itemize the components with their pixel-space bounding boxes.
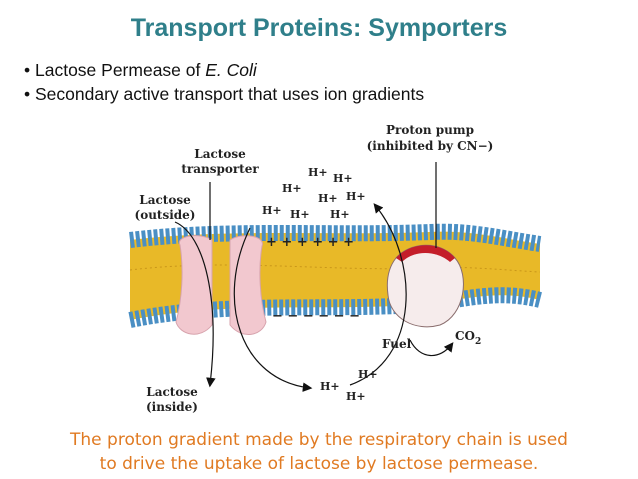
label-lactose-inside: (inside) (146, 400, 198, 414)
proton-return-arrow (233, 227, 313, 392)
co2-text: CO (455, 329, 475, 343)
fuel-to-co2-arrow (409, 339, 454, 357)
membrane-negative-charges: − − − − − − (272, 309, 360, 324)
label-proton-pump: (inhibited by CN−) (367, 139, 494, 153)
label-co2: CO2 (455, 329, 481, 347)
label-lactose-outside: Lactose (139, 193, 191, 207)
proton-label: H+ (320, 380, 340, 393)
proton-label: H+ (346, 390, 366, 403)
protons-inside: H+ H+ H+ (320, 368, 378, 403)
proton-label: H+ (318, 192, 338, 205)
label-lactose-outside: (outside) (135, 208, 196, 222)
co2-subscript: 2 (475, 337, 481, 347)
bullet-secondary-transport: • Secondary active transport that uses i… (24, 84, 425, 104)
label-proton-pump: Proton pump (386, 123, 474, 137)
proton-label: H+ (346, 190, 366, 203)
lactose-flow-arrow (174, 221, 216, 388)
proton-label: H+ (330, 208, 350, 221)
label-lactose-transporter: transporter (181, 162, 259, 176)
bullet-list: • Lactose Permease of E. Coli • Secondar… (24, 58, 424, 106)
proton-pump (386, 244, 464, 328)
bullet-text: Secondary active transport that uses ion… (35, 84, 425, 104)
membrane-positive-charges: + + + + + + (266, 235, 354, 250)
bullet-lactose-permease: • Lactose Permease of E. Coli (24, 60, 257, 80)
proton-pump-arrow (349, 203, 407, 386)
proton-label: H+ (262, 204, 282, 217)
bullet-text: Lactose Permease of (35, 60, 206, 80)
label-lactose-inside: Lactose (146, 385, 198, 399)
caption-line: The proton gradient made by the respirat… (70, 430, 568, 450)
proton-label: H+ (282, 182, 302, 195)
proton-label: H+ (308, 166, 328, 179)
protons-outside: H+ H+ H+ H+ H+ H+ H+ H+ (262, 166, 366, 221)
proton-label: H+ (290, 208, 310, 221)
caption-line: to drive the uptake of lactose by lactos… (99, 454, 539, 474)
label-fuel: Fuel (382, 337, 412, 351)
proton-label: H+ (358, 368, 378, 381)
label-lactose-transporter: Lactose (194, 147, 246, 161)
slide-caption: The proton gradient made by the respirat… (0, 428, 638, 476)
pump-active-site (396, 245, 455, 262)
proton-label: H+ (333, 172, 353, 185)
bullet-italic: E. Coli (205, 60, 257, 80)
slide-title: Transport Proteins: Symporters (130, 14, 508, 42)
